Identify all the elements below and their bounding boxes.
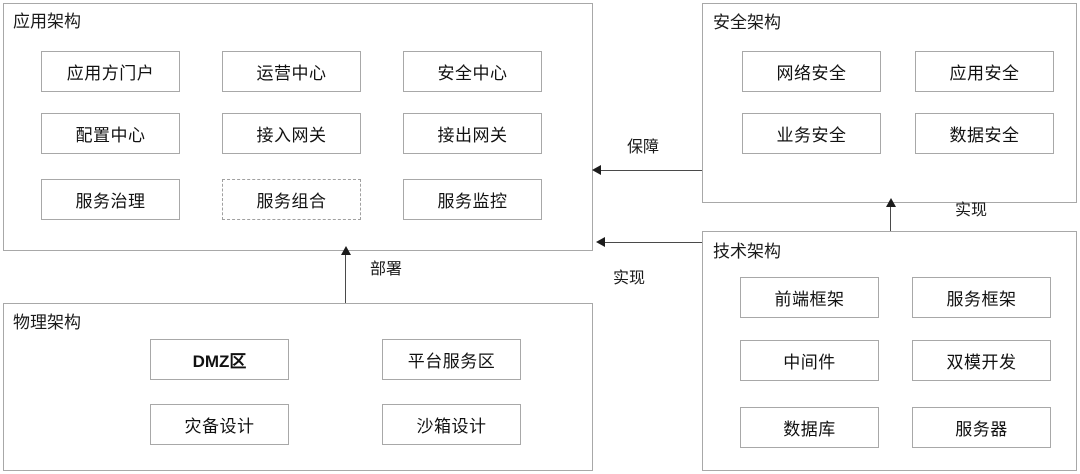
node-application-security[interactable]: 应用安全 <box>915 51 1054 92</box>
node-data-security[interactable]: 数据安全 <box>915 113 1054 154</box>
edge-physical-to-application-line <box>345 251 346 303</box>
edge-label-baozhang: 保障 <box>627 139 660 156</box>
panel-title-technology-architecture: 技术架构 <box>713 242 781 261</box>
edge-label-shixian-technology-security: 实现 <box>955 202 988 219</box>
panel-security-architecture <box>702 3 1077 203</box>
node-service-monitoring[interactable]: 服务监控 <box>403 179 542 220</box>
edge-physical-to-application-arrowhead <box>341 246 351 255</box>
edge-label-bushu: 部署 <box>370 261 403 278</box>
node-platform-service-zone[interactable]: 平台服务区 <box>382 339 521 380</box>
node-frontend-framework[interactable]: 前端框架 <box>740 277 879 318</box>
node-dmz-zone[interactable]: DMZ区 <box>150 339 289 380</box>
node-security-center[interactable]: 安全中心 <box>403 51 542 92</box>
node-operation-center[interactable]: 运营中心 <box>222 51 361 92</box>
node-middleware[interactable]: 中间件 <box>740 340 879 381</box>
node-service-governance[interactable]: 服务治理 <box>41 179 180 220</box>
node-business-security[interactable]: 业务安全 <box>742 113 881 154</box>
node-service-framework[interactable]: 服务框架 <box>912 277 1051 318</box>
node-service-composition[interactable]: 服务组合 <box>222 179 361 220</box>
node-server[interactable]: 服务器 <box>912 407 1051 448</box>
node-network-security[interactable]: 网络安全 <box>742 51 881 92</box>
node-database[interactable]: 数据库 <box>740 407 879 448</box>
edge-technology-to-application-arrowhead <box>596 237 605 247</box>
panel-physical-architecture <box>3 303 593 471</box>
edge-technology-to-application-line <box>604 242 702 243</box>
node-egress-gateway[interactable]: 接出网关 <box>403 113 542 154</box>
edge-technology-to-security-line <box>890 203 891 231</box>
node-disaster-recovery-design[interactable]: 灾备设计 <box>150 404 289 445</box>
edge-security-to-application-arrowhead <box>592 165 601 175</box>
edge-technology-to-security-arrowhead <box>886 198 896 207</box>
panel-title-application-architecture: 应用架构 <box>13 12 81 31</box>
edge-security-to-application-line <box>600 170 702 171</box>
node-config-center[interactable]: 配置中心 <box>41 113 180 154</box>
node-application-portal[interactable]: 应用方门户 <box>41 51 180 92</box>
panel-title-physical-architecture: 物理架构 <box>13 313 81 332</box>
edge-label-shixian-technology-application: 实现 <box>613 270 646 287</box>
node-sandbox-design[interactable]: 沙箱设计 <box>382 404 521 445</box>
panel-title-security-architecture: 安全架构 <box>713 13 781 32</box>
node-ingress-gateway[interactable]: 接入网关 <box>222 113 361 154</box>
node-bimodal-development[interactable]: 双模开发 <box>912 340 1051 381</box>
